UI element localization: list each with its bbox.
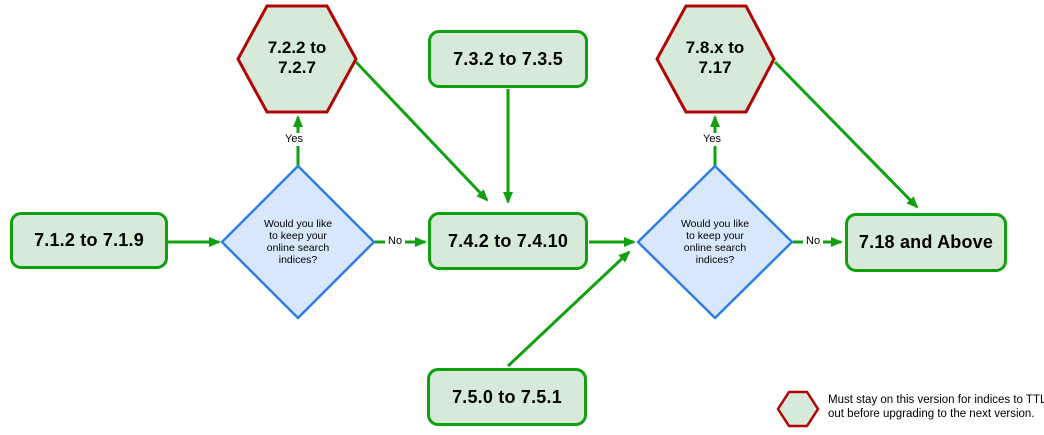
legend-text: Must stay on this version for indices to… [828, 394, 1044, 420]
edge-label-no-1: No [385, 235, 406, 248]
edge-label-yes-1: Yes [282, 133, 306, 146]
edge-label-yes-2: Yes [700, 133, 724, 146]
decision2-diamond-shape [636, 164, 794, 320]
node-712-label: 7.1.2 to 7.1.9 [34, 230, 144, 250]
connector-750-to-decision2 [506, 250, 631, 368]
hexagon-78x-shape [655, 4, 776, 114]
decision2-label: Would you like to keep your online searc… [680, 218, 750, 266]
node-750-label: 7.5.0 to 7.5.1 [452, 386, 562, 407]
node-722-label: 7.2.2 to 7.2.7 [267, 38, 327, 77]
node-712-box: 7.1.2 to 7.1.9 [10, 212, 168, 269]
node-78x-label: 7.8.x to 7.17 [685, 38, 745, 77]
node-732-label: 7.3.2 to 7.3.5 [453, 48, 563, 69]
node-742-box: 7.4.2 to 7.4.10 [428, 212, 588, 270]
connector-78x-to-718 [773, 60, 919, 209]
node-750-box: 7.5.0 to 7.5.1 [427, 368, 587, 426]
node-718-label: 7.18 and Above [858, 232, 994, 252]
edge-label-no-2: No [803, 235, 824, 248]
node-742-label: 7.4.2 to 7.4.10 [447, 230, 569, 251]
decision1-label: Would you like to keep your online searc… [263, 218, 333, 266]
legend-hexagon-icon [776, 390, 820, 428]
hexagon-722-shape [236, 4, 358, 114]
node-718-box: 7.18 and Above [845, 213, 1007, 272]
decision1-diamond-shape [220, 164, 376, 320]
connector-722-to-742 [354, 60, 489, 202]
node-732-box: 7.3.2 to 7.3.5 [428, 30, 588, 88]
